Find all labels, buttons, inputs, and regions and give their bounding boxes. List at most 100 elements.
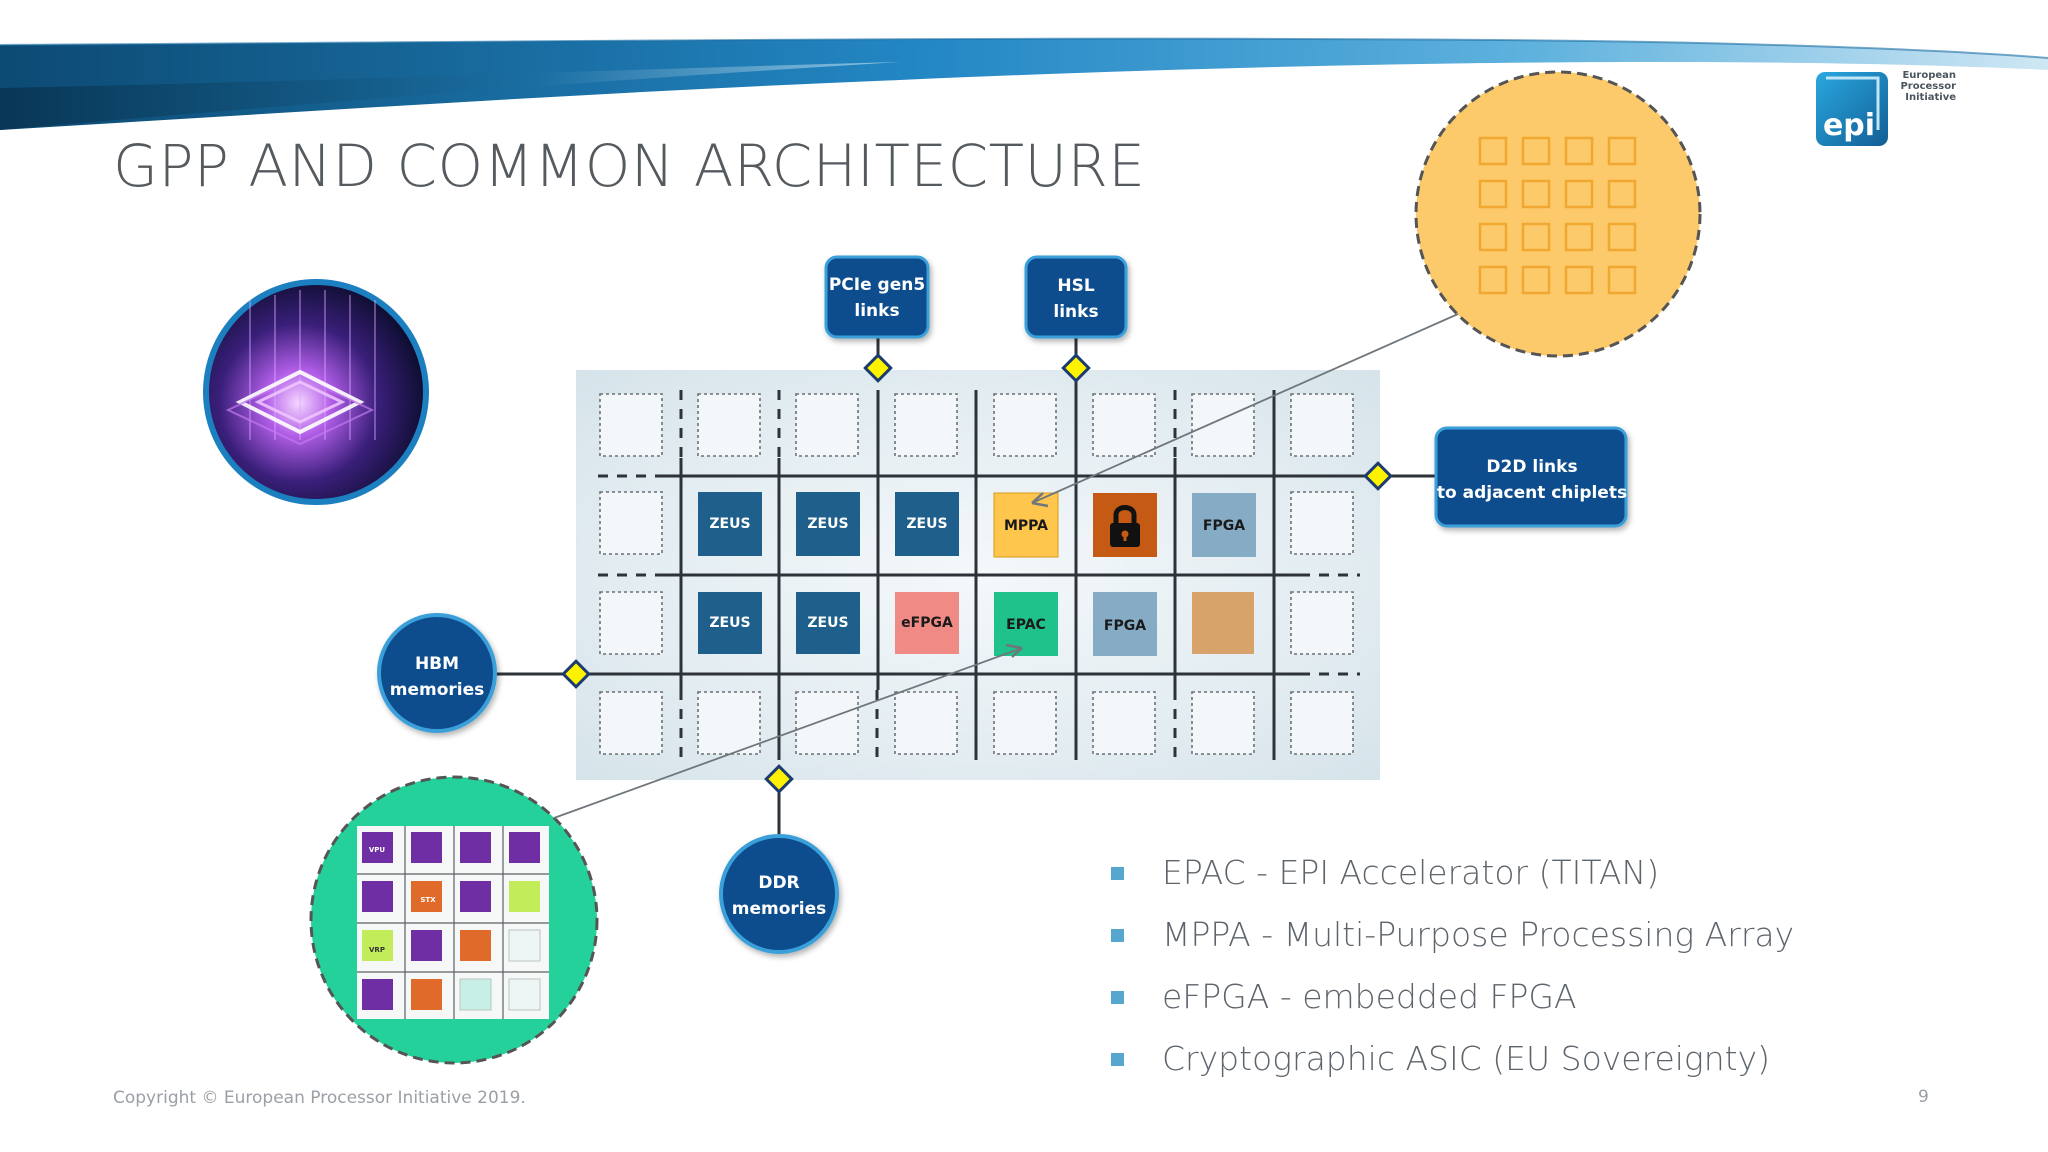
empty-tile [1290,393,1354,457]
lock-icon [1110,505,1140,547]
mppa-cell [1521,136,1551,166]
page-title: GPP AND COMMON ARCHITECTURE [113,132,1146,200]
epac-cell [460,832,491,863]
epac-cell [460,881,491,912]
svg-text:EPAC: EPAC [1006,617,1046,633]
empty-tile [1092,393,1156,457]
mppa-cell [1607,179,1637,209]
mppa-cell [1607,136,1637,166]
chip-photo-circle [203,279,429,505]
epac-cell [508,978,541,1011]
mppa-cell [1564,265,1594,295]
header-band [0,37,2048,131]
tile-efpga: eFPGA [895,592,959,654]
bullet-item: Cryptographic ASIC (EU Sovereignty) [1108,1034,1794,1096]
epac-cell [508,929,541,962]
svg-text:HBM: HBM [415,654,459,674]
svg-text:DDR: DDR [758,873,799,893]
empty-tile [697,393,761,457]
pcie-connector-diamond [863,353,893,383]
vrp-label: VRP [369,946,385,954]
svg-text:MPPA: MPPA [1004,518,1048,534]
bullet-text: Cryptographic ASIC (EU Sovereignty) [1162,1039,1770,1078]
tile-mppa: MPPA [993,492,1059,558]
mppa-cell [1521,179,1551,209]
vpu-label: VPU [369,846,386,854]
svg-text:ZEUS: ZEUS [807,615,848,631]
tile-zeus-3: ZEUS [895,492,959,556]
svg-text:links: links [1053,302,1098,322]
tile-crypto [1093,493,1157,557]
svg-text:FPGA: FPGA [1203,518,1245,534]
epac-cell [411,881,442,912]
hbm-connector-diamond [561,659,591,689]
mppa-cell [1478,265,1508,295]
empty-tile [1092,691,1156,755]
callout-pcie: PCIe gen5 links [824,255,930,339]
svg-text:memories: memories [390,680,485,700]
callout-hbm: HBM memories [377,613,497,733]
grid-solid-lines [576,365,1380,760]
svg-text:ZEUS: ZEUS [709,516,750,532]
logo-line-2: Processor [1900,81,1956,92]
svg-text:to adjacent chiplets: to adjacent chiplets [1437,483,1627,503]
bullet-text: MPPA - Multi-Purpose Processing Array [1162,915,1795,954]
empty-tile [1290,491,1354,555]
epac-cell [362,979,393,1010]
epi-logo: epi [1816,72,1888,146]
svg-text:memories: memories [732,899,827,919]
empty-tile [993,393,1057,457]
empty-tile [599,393,663,457]
tile-fpga-2: FPGA [1093,592,1157,656]
empty-tile [993,691,1057,755]
empty-tile [1290,591,1354,655]
svg-text:D2D links: D2D links [1486,457,1577,477]
empty-tile [599,591,663,655]
logo-mark: epi [1823,108,1875,143]
epac-cell [411,832,442,863]
empty-tile [795,691,859,755]
bullet-item: MPPA - Multi-Purpose Processing Array [1108,910,1794,972]
epac-cell [459,978,492,1011]
mppa-cell [1607,265,1637,295]
square-bullet-icon [1111,991,1124,1004]
empty-tile [894,691,958,755]
logo-line-1: European [1902,70,1956,81]
svg-text:ZEUS: ZEUS [807,516,848,532]
bullet-text: eFPGA - embedded FPGA [1162,977,1577,1016]
svg-text:eFPGA: eFPGA [901,615,953,631]
epac-cell [460,930,491,961]
empty-tile [1191,393,1255,457]
empty-tiles [599,393,1354,755]
mppa-cell [1521,265,1551,295]
mppa-cell [1564,136,1594,166]
epac-cell [362,930,393,961]
svg-text:PCIe gen5: PCIe gen5 [829,275,925,295]
callout-hsl: HSL links [1024,255,1128,339]
hsl-connector-diamond [1061,353,1091,383]
mppa-detail-circle [1414,70,1702,358]
bullet-text: EPAC - EPI Accelerator (TITAN) [1162,853,1660,892]
tile-unlabeled [1192,592,1254,654]
tile-zeus-4: ZEUS [698,592,762,654]
logo-text: European Processor Initiative [1876,70,1956,103]
ddr-connector-diamond [764,764,794,794]
grid-dashed-lines [598,390,1360,760]
logo-line-3: Initiative [1905,92,1956,103]
epac-cell [362,832,393,863]
connector-diamonds [561,353,1393,794]
svg-text:ZEUS: ZEUS [906,516,947,532]
bullet-list: EPAC - EPI Accelerator (TITAN) MPPA - Mu… [1108,848,1794,1096]
empty-tile [697,691,761,755]
square-bullet-icon [1111,1053,1124,1066]
mppa-cell [1521,222,1551,252]
svg-text:links: links [854,301,899,321]
svg-text:FPGA: FPGA [1104,618,1146,634]
tile-zeus-1: ZEUS [698,492,762,556]
mppa-cell [1478,136,1508,166]
epac-cell [509,881,540,912]
d2d-connector-diamond [1363,461,1393,491]
tile-zeus-2: ZEUS [796,492,860,556]
mppa-cell [1607,222,1637,252]
